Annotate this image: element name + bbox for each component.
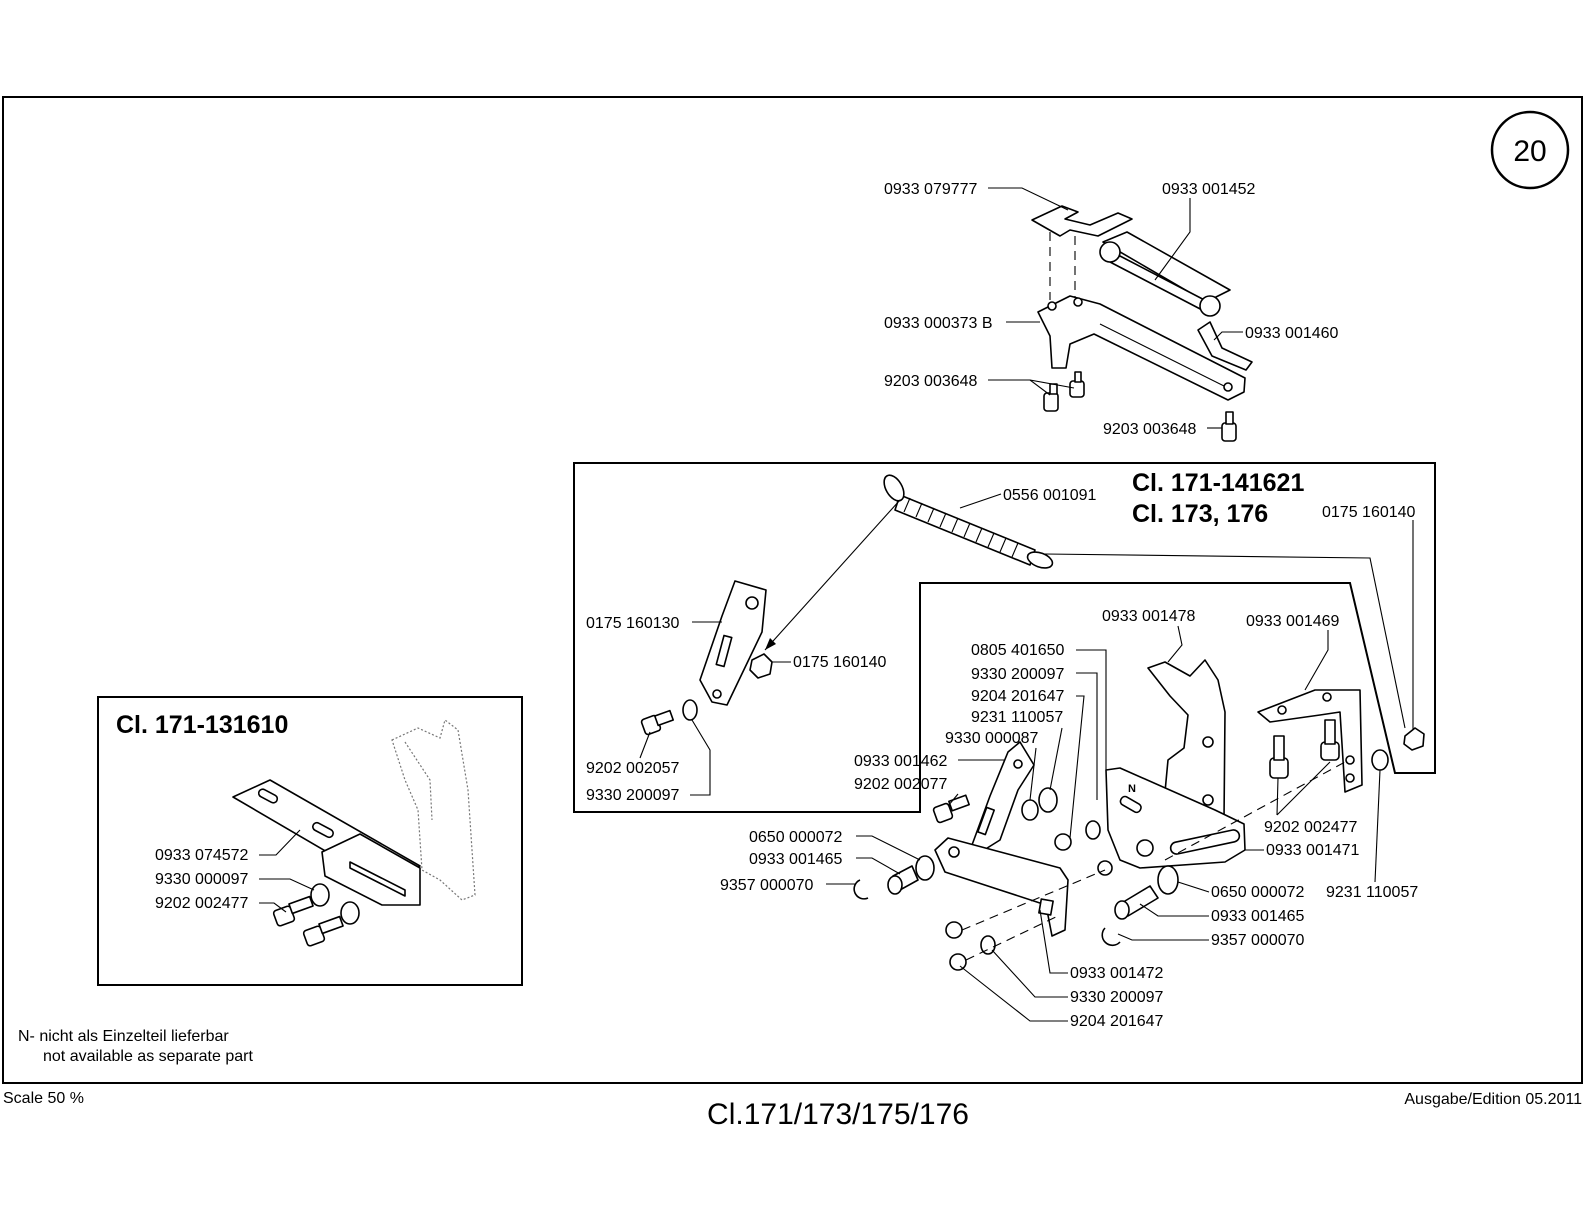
part-label: 9204 201647 <box>971 688 1065 705</box>
variant-title-left: Cl. 171-131610 <box>116 711 288 739</box>
screw-part <box>932 802 954 824</box>
part-label: 9330 200097 <box>1070 989 1164 1006</box>
part-label: 9202 002477 <box>155 895 249 912</box>
screw-part <box>1097 860 1113 876</box>
washer-part <box>1021 799 1039 821</box>
nut-part <box>749 653 773 679</box>
part-label: 0933 001469 <box>1246 613 1340 630</box>
washer-part <box>340 901 360 925</box>
part-label: 0175 160140 <box>1322 504 1416 521</box>
part-label: 0933 001471 <box>1266 842 1360 859</box>
screw-part <box>1269 757 1289 779</box>
screw-part <box>949 953 967 971</box>
page-number: 20 <box>1513 135 1546 168</box>
washer-part <box>980 935 996 955</box>
part-label: 0933 074572 <box>155 847 249 864</box>
part-label: 0933 001460 <box>1245 325 1339 342</box>
washer-part <box>1371 749 1389 771</box>
part-label: 9202 002477 <box>1264 819 1358 836</box>
part-label: 0933 001462 <box>854 753 948 770</box>
variant-title-2: Cl. 173, 176 <box>1132 500 1268 528</box>
part-label: 0933 001472 <box>1070 965 1164 982</box>
page-frame <box>2 96 1583 1084</box>
part-label: 0175 160130 <box>586 615 680 632</box>
washer-part <box>915 855 935 881</box>
rod-part <box>1102 231 1231 303</box>
part-label: 0650 000072 <box>1211 884 1305 901</box>
part-mark-n: N <box>1128 783 1136 795</box>
note-line-2: not available as separate part <box>43 1048 253 1065</box>
variant-box-left <box>97 696 523 986</box>
part-label: 0933 000373 B <box>884 315 993 332</box>
part-label: 9203 003648 <box>1103 421 1197 438</box>
part-label: 9330 000097 <box>155 871 249 888</box>
link-plate-part <box>934 837 1069 937</box>
washer-part <box>682 699 698 721</box>
part-label: 0933 079777 <box>884 181 978 198</box>
e-clip-part <box>853 879 869 900</box>
washer-part <box>1085 820 1101 840</box>
top-assembly-drawing <box>1031 205 1253 442</box>
part-label: 9202 002057 <box>586 760 680 777</box>
tension-spring-part <box>894 494 1036 566</box>
part-label: 9204 201647 <box>1070 1013 1164 1030</box>
part-label: 9330 200097 <box>971 666 1065 683</box>
screw-part <box>1054 833 1072 851</box>
footer-edition: Ausgabe/Edition 05.2011 <box>1404 1091 1582 1108</box>
main-assembly-drawing: N <box>853 659 1389 971</box>
part-label: 0805 401650 <box>971 642 1065 659</box>
footer-model: Cl.171/173/175/176 <box>707 1098 969 1131</box>
main-plate-part <box>1037 295 1246 401</box>
part-label: 9330 200097 <box>586 787 680 804</box>
bracket-part <box>699 580 767 706</box>
washer-part <box>1038 787 1058 813</box>
part-label: 0650 000072 <box>749 829 843 846</box>
part-label: 9357 000070 <box>1211 932 1305 949</box>
note-line-1: N- nicht als Einzelteil lieferbar <box>18 1028 229 1045</box>
part-label: 9330 000087 <box>945 730 1039 747</box>
part-label: 0933 001465 <box>749 851 843 868</box>
part-label: 0933 001478 <box>1102 608 1196 625</box>
part-label: 9202 002077 <box>854 776 948 793</box>
part-label: 0556 001091 <box>1003 487 1097 504</box>
screw-part <box>945 921 963 939</box>
part-label: 9357 000070 <box>720 877 814 894</box>
part-label: 9203 003648 <box>884 373 978 390</box>
washer-part <box>310 883 330 907</box>
footer-scale: Scale 50 % <box>3 1090 84 1107</box>
screw-part <box>1136 839 1154 857</box>
part-label: 0933 001465 <box>1211 908 1305 925</box>
spring-assembly-drawing <box>640 474 1425 751</box>
l-bracket-part <box>1257 689 1363 793</box>
variant-left-drawing <box>232 718 476 947</box>
e-clip-part <box>1101 927 1121 947</box>
page-number-circle <box>1490 110 1570 190</box>
part-label: 0933 001452 <box>1162 181 1256 198</box>
part-label: 0175 160140 <box>793 654 887 671</box>
screw-part <box>1043 371 1237 442</box>
washer-part <box>1157 865 1179 895</box>
nut-part <box>1403 727 1425 751</box>
part-label: 9231 110057 <box>971 709 1063 726</box>
bent-tab-part <box>1197 321 1253 371</box>
variant-box-right <box>573 462 1436 813</box>
spring-clip-part <box>1031 205 1133 237</box>
part-label: 9231 110057 <box>1326 884 1418 901</box>
variant-title-1: Cl. 171-141621 <box>1132 469 1304 497</box>
